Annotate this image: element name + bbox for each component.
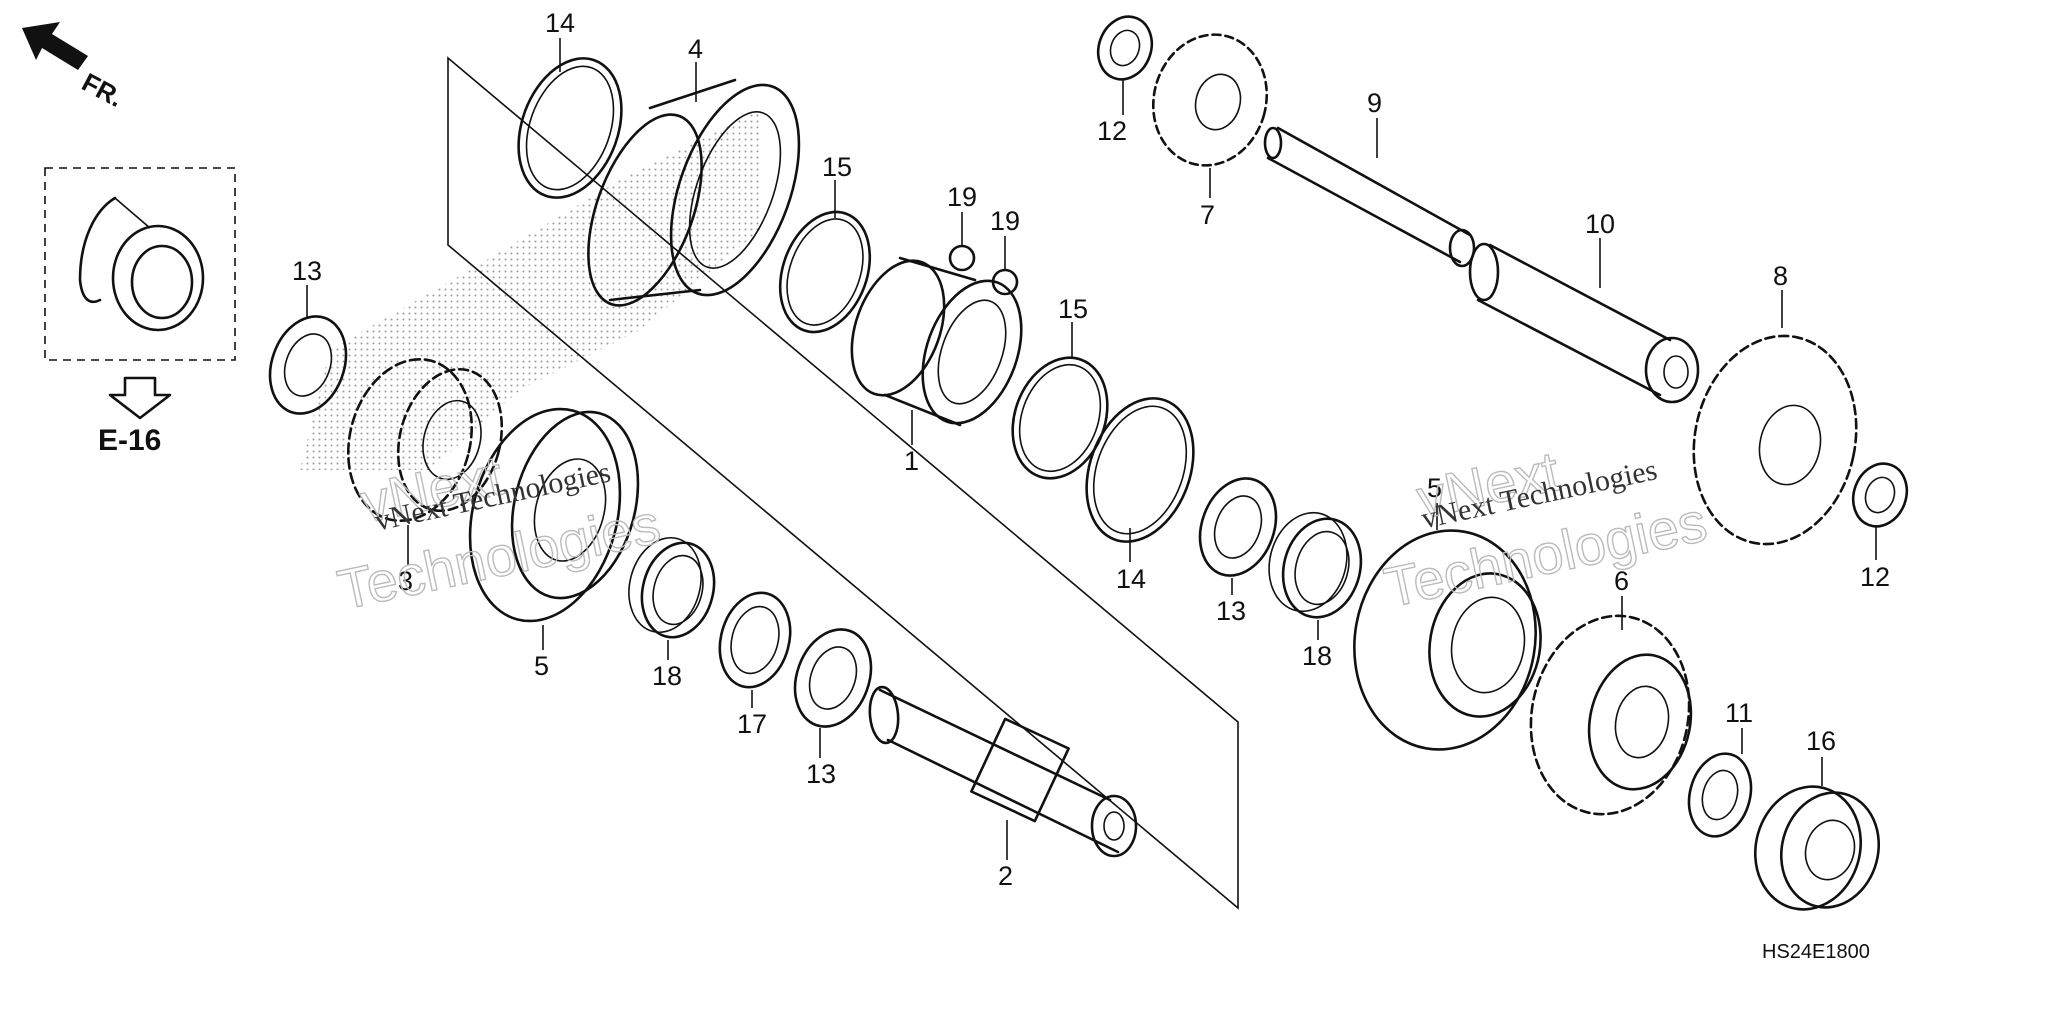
part-15-ring-a bbox=[778, 210, 872, 334]
callout-7: 7 bbox=[1200, 200, 1215, 230]
callout-13: 13 bbox=[806, 759, 836, 789]
part-17-needle-bearing bbox=[718, 591, 792, 689]
callout-5: 5 bbox=[1427, 473, 1442, 503]
part-11-washer bbox=[1687, 752, 1753, 838]
part-5-clutch-outer-a bbox=[468, 407, 640, 623]
leader-lines bbox=[306, 38, 1877, 860]
part-5-clutch-outer-b bbox=[1353, 529, 1542, 751]
part-14-circlip-a bbox=[517, 57, 623, 199]
part-10-shaft bbox=[1468, 242, 1700, 404]
part-12-washer-b bbox=[1851, 462, 1909, 528]
callout-6: 6 bbox=[1614, 566, 1629, 596]
part-3-gear bbox=[346, 357, 504, 523]
callout-5: 5 bbox=[534, 651, 549, 681]
callout-12: 12 bbox=[1097, 116, 1127, 146]
callout-19: 19 bbox=[990, 206, 1020, 236]
part-14-circlip-b bbox=[1085, 397, 1195, 543]
callout-17: 17 bbox=[737, 709, 767, 739]
callout-numbers: 14 4 15 19 19 15 1 13 3 5 18 17 13 2 12 … bbox=[292, 8, 1890, 891]
part-4-clutch-hub bbox=[587, 78, 801, 307]
callout-13: 13 bbox=[292, 256, 322, 286]
callout-14: 14 bbox=[545, 8, 575, 38]
part-12-washer-a bbox=[1096, 15, 1154, 81]
callout-9: 9 bbox=[1367, 88, 1382, 118]
callout-18: 18 bbox=[652, 661, 682, 691]
callout-3: 3 bbox=[398, 566, 413, 596]
reference-label: E-16 bbox=[98, 424, 161, 457]
callout-19: 19 bbox=[947, 182, 977, 212]
callout-4: 4 bbox=[688, 34, 703, 64]
part-6-gear bbox=[1529, 614, 1693, 816]
shading-area bbox=[300, 110, 760, 470]
reference-inset: E-16 bbox=[44, 167, 236, 457]
watermark-right: vNext Technologies vNext Technologies bbox=[1378, 438, 1712, 620]
part-9-shaft bbox=[1263, 126, 1476, 268]
down-arrow-icon bbox=[108, 376, 172, 420]
callout-2: 2 bbox=[998, 861, 1013, 891]
callout-11: 11 bbox=[1725, 698, 1753, 728]
callout-14: 14 bbox=[1116, 564, 1146, 594]
callout-15: 15 bbox=[822, 152, 852, 182]
callout-10: 10 bbox=[1585, 209, 1615, 239]
callout-1: 1 bbox=[904, 446, 919, 476]
callout-13: 13 bbox=[1216, 596, 1246, 626]
callout-15: 15 bbox=[1058, 294, 1088, 324]
drawing-code: HS24E1800 bbox=[1762, 941, 1870, 963]
part-13-washer-b bbox=[1198, 477, 1278, 577]
direction-label: FR. bbox=[77, 67, 128, 113]
part-13-washer-c bbox=[793, 628, 873, 728]
callout-16: 16 bbox=[1806, 726, 1836, 756]
assembly-frame bbox=[447, 56, 1239, 910]
part-13-washer-a bbox=[268, 315, 348, 415]
part-1-bearing-cage bbox=[850, 256, 1023, 427]
part-16-ball-bearing bbox=[1753, 785, 1881, 911]
front-direction-arrow-icon: FR. bbox=[22, 22, 128, 113]
callout-8: 8 bbox=[1773, 261, 1788, 291]
callout-18: 18 bbox=[1302, 641, 1332, 671]
part-18-needle-bearing-b bbox=[1268, 511, 1363, 619]
part-7-gear bbox=[1151, 33, 1269, 167]
part-19-ball-a bbox=[948, 244, 976, 272]
part-2-shaft bbox=[868, 685, 1138, 858]
part-8-gear bbox=[1692, 334, 1858, 546]
part-18-needle-bearing-a bbox=[628, 536, 716, 639]
callout-12: 12 bbox=[1860, 562, 1890, 592]
